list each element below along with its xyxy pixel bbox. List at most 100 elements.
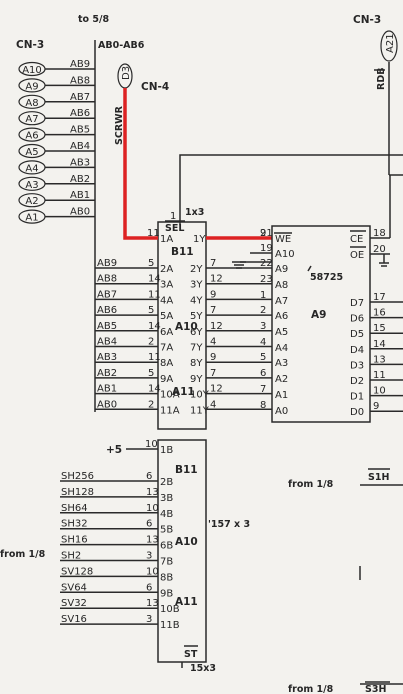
mux-input-label: 4A	[160, 295, 173, 306]
ram-data-pin-name: D1	[350, 392, 364, 403]
cn3-oval-label: A9	[25, 81, 38, 92]
mux-input-pin: 14	[148, 274, 161, 285]
label-a10-bot: A10	[175, 536, 198, 548]
mux-input-signal: AB6	[97, 305, 117, 316]
mux-input-label: 11A	[160, 405, 180, 416]
mux-input-pin: 2	[148, 337, 154, 348]
bottom-mux-pin: 13	[146, 535, 159, 546]
bottom-mux-input-label: 6B	[160, 541, 173, 552]
cn3-oval-label: A5	[25, 147, 38, 158]
ram-left-pin-num: 21	[260, 228, 273, 239]
ram-left-pin-name: A9	[275, 264, 288, 275]
label-to-58: to 5/8	[78, 14, 109, 25]
ram-left-pin-num: 4	[260, 337, 266, 348]
ram-data-pin-name: D3	[350, 360, 364, 371]
ram-right-top-pin: 20	[373, 244, 386, 255]
bottom-mux-signal: SH32	[61, 519, 88, 530]
ground-symbol	[232, 261, 246, 269]
ram-right-top-name: OE	[350, 250, 364, 261]
label-from-18-bot: from 1/8	[288, 684, 334, 694]
bottom-mux-pin: 6	[146, 519, 152, 530]
ram-data-pin-name: D0	[350, 407, 364, 418]
bottom-mux-signal: SH2	[61, 551, 81, 562]
label-sel-num: 1	[170, 211, 176, 222]
ram-left-pin-name: A5	[275, 327, 288, 338]
ram-data-pin-name: D5	[350, 329, 364, 340]
highlight-scrwr-to-mux	[123, 88, 158, 240]
mux-input-pin: 5	[148, 368, 154, 379]
ram-left-pin-num: 5	[260, 352, 266, 363]
mux-input-label: 5A	[160, 311, 173, 322]
mux-input-pin: 14	[148, 384, 161, 395]
label-chip-num: 58725	[310, 272, 343, 283]
cn3-line-label: AB4	[70, 141, 90, 152]
label-a10-top: A10	[175, 321, 198, 333]
mux-input-signal: AB5	[97, 321, 117, 332]
bottom-mux-signal: SH16	[61, 535, 88, 546]
ram-left-pin-num: 23	[260, 274, 273, 285]
cn3-line-label: AB7	[70, 92, 90, 103]
cn3-oval-label: A2	[25, 196, 38, 207]
ram-chip-pins: 21WE19A1022A923A81A72A63A54A45A36A27A18A…	[240, 175, 403, 418]
chip-num-tick	[307, 265, 312, 272]
ram-left-pin-num: 7	[260, 384, 266, 395]
label-b11-bot: B11	[175, 464, 198, 476]
mux-output-pin: 12	[210, 384, 223, 395]
ram-data-pin-num: 14	[373, 339, 386, 350]
mux-sel-left-pin: 11	[147, 228, 160, 239]
ram-left-pin-name: A2	[275, 374, 288, 385]
cn3-oval-label: A10	[22, 65, 42, 76]
bottom-mux-input-label: 7B	[160, 557, 173, 568]
label-1b: 1B	[160, 445, 173, 456]
ram-left-pin-num: 19	[260, 243, 273, 254]
ram-data-pin-num: 9	[373, 401, 379, 412]
ram-left-pin-num: 2	[260, 305, 266, 316]
label-plus5: +5	[106, 444, 122, 456]
bottom-mux-input-label: 10B	[160, 604, 180, 615]
bottom-mux-signal: SV128	[61, 566, 93, 577]
label-a9: A9	[311, 309, 326, 321]
label-cn4: CN-4	[141, 81, 169, 93]
mux-output-label: 5Y	[190, 311, 203, 322]
ram-left-pin-num: 3	[260, 321, 266, 332]
ram-left-pin-name: A8	[275, 280, 288, 291]
mux-input-signal: AB0	[97, 399, 117, 410]
mux-output-label: 2Y	[190, 264, 203, 275]
label-b11-top: B11	[171, 246, 194, 258]
cn3-line-label: AB2	[70, 174, 90, 185]
mux-input-label: 8A	[160, 358, 173, 369]
mux-sel-right-pin: 9	[260, 228, 266, 239]
label-157x3: '157 x 3	[208, 519, 250, 530]
ram-left-pin-num: 8	[260, 400, 266, 411]
mux-input-label: 6A	[160, 327, 173, 338]
bottom-mux-input-label: 5B	[160, 525, 173, 536]
mux-input-signal: AB3	[97, 352, 117, 363]
bottom-mux-input-label: 8B	[160, 572, 173, 583]
bottom-mux-input-label: 2B	[160, 477, 173, 488]
wire-top-loop	[179, 154, 403, 225]
label-pin10: 10	[145, 439, 158, 450]
cn3-line-label: AB5	[70, 125, 90, 136]
mux-output-label: 10Y	[190, 390, 210, 401]
ram-right-top-name: CE	[350, 234, 363, 245]
mux-output-label: 8Y	[190, 358, 203, 369]
mux-output-label: 11Y	[190, 405, 210, 416]
label-1x3: 1x3	[185, 207, 204, 218]
cn3-line-label: AB1	[70, 190, 90, 201]
ram-left-pin-name: A0	[275, 406, 288, 417]
label-from-18-left: from 1/8	[0, 549, 46, 560]
ram-left-pin-name: A6	[275, 311, 288, 322]
mux-input-pin: 14	[148, 321, 161, 332]
label-cn3-right: CN-3	[353, 14, 381, 26]
label-st: ST	[184, 649, 198, 660]
ram-left-pin-num: 6	[260, 368, 266, 379]
label-a11-top: A11	[172, 386, 195, 398]
ram-data-pin-num: 16	[373, 308, 386, 319]
bottom-mux-signal: SV32	[61, 598, 87, 609]
mux-input-pin: 11	[148, 352, 161, 363]
mux-output-pin: 7	[210, 258, 216, 269]
ram-left-pin-name: A4	[275, 343, 288, 354]
ram-data-pin-name: D4	[350, 345, 364, 356]
